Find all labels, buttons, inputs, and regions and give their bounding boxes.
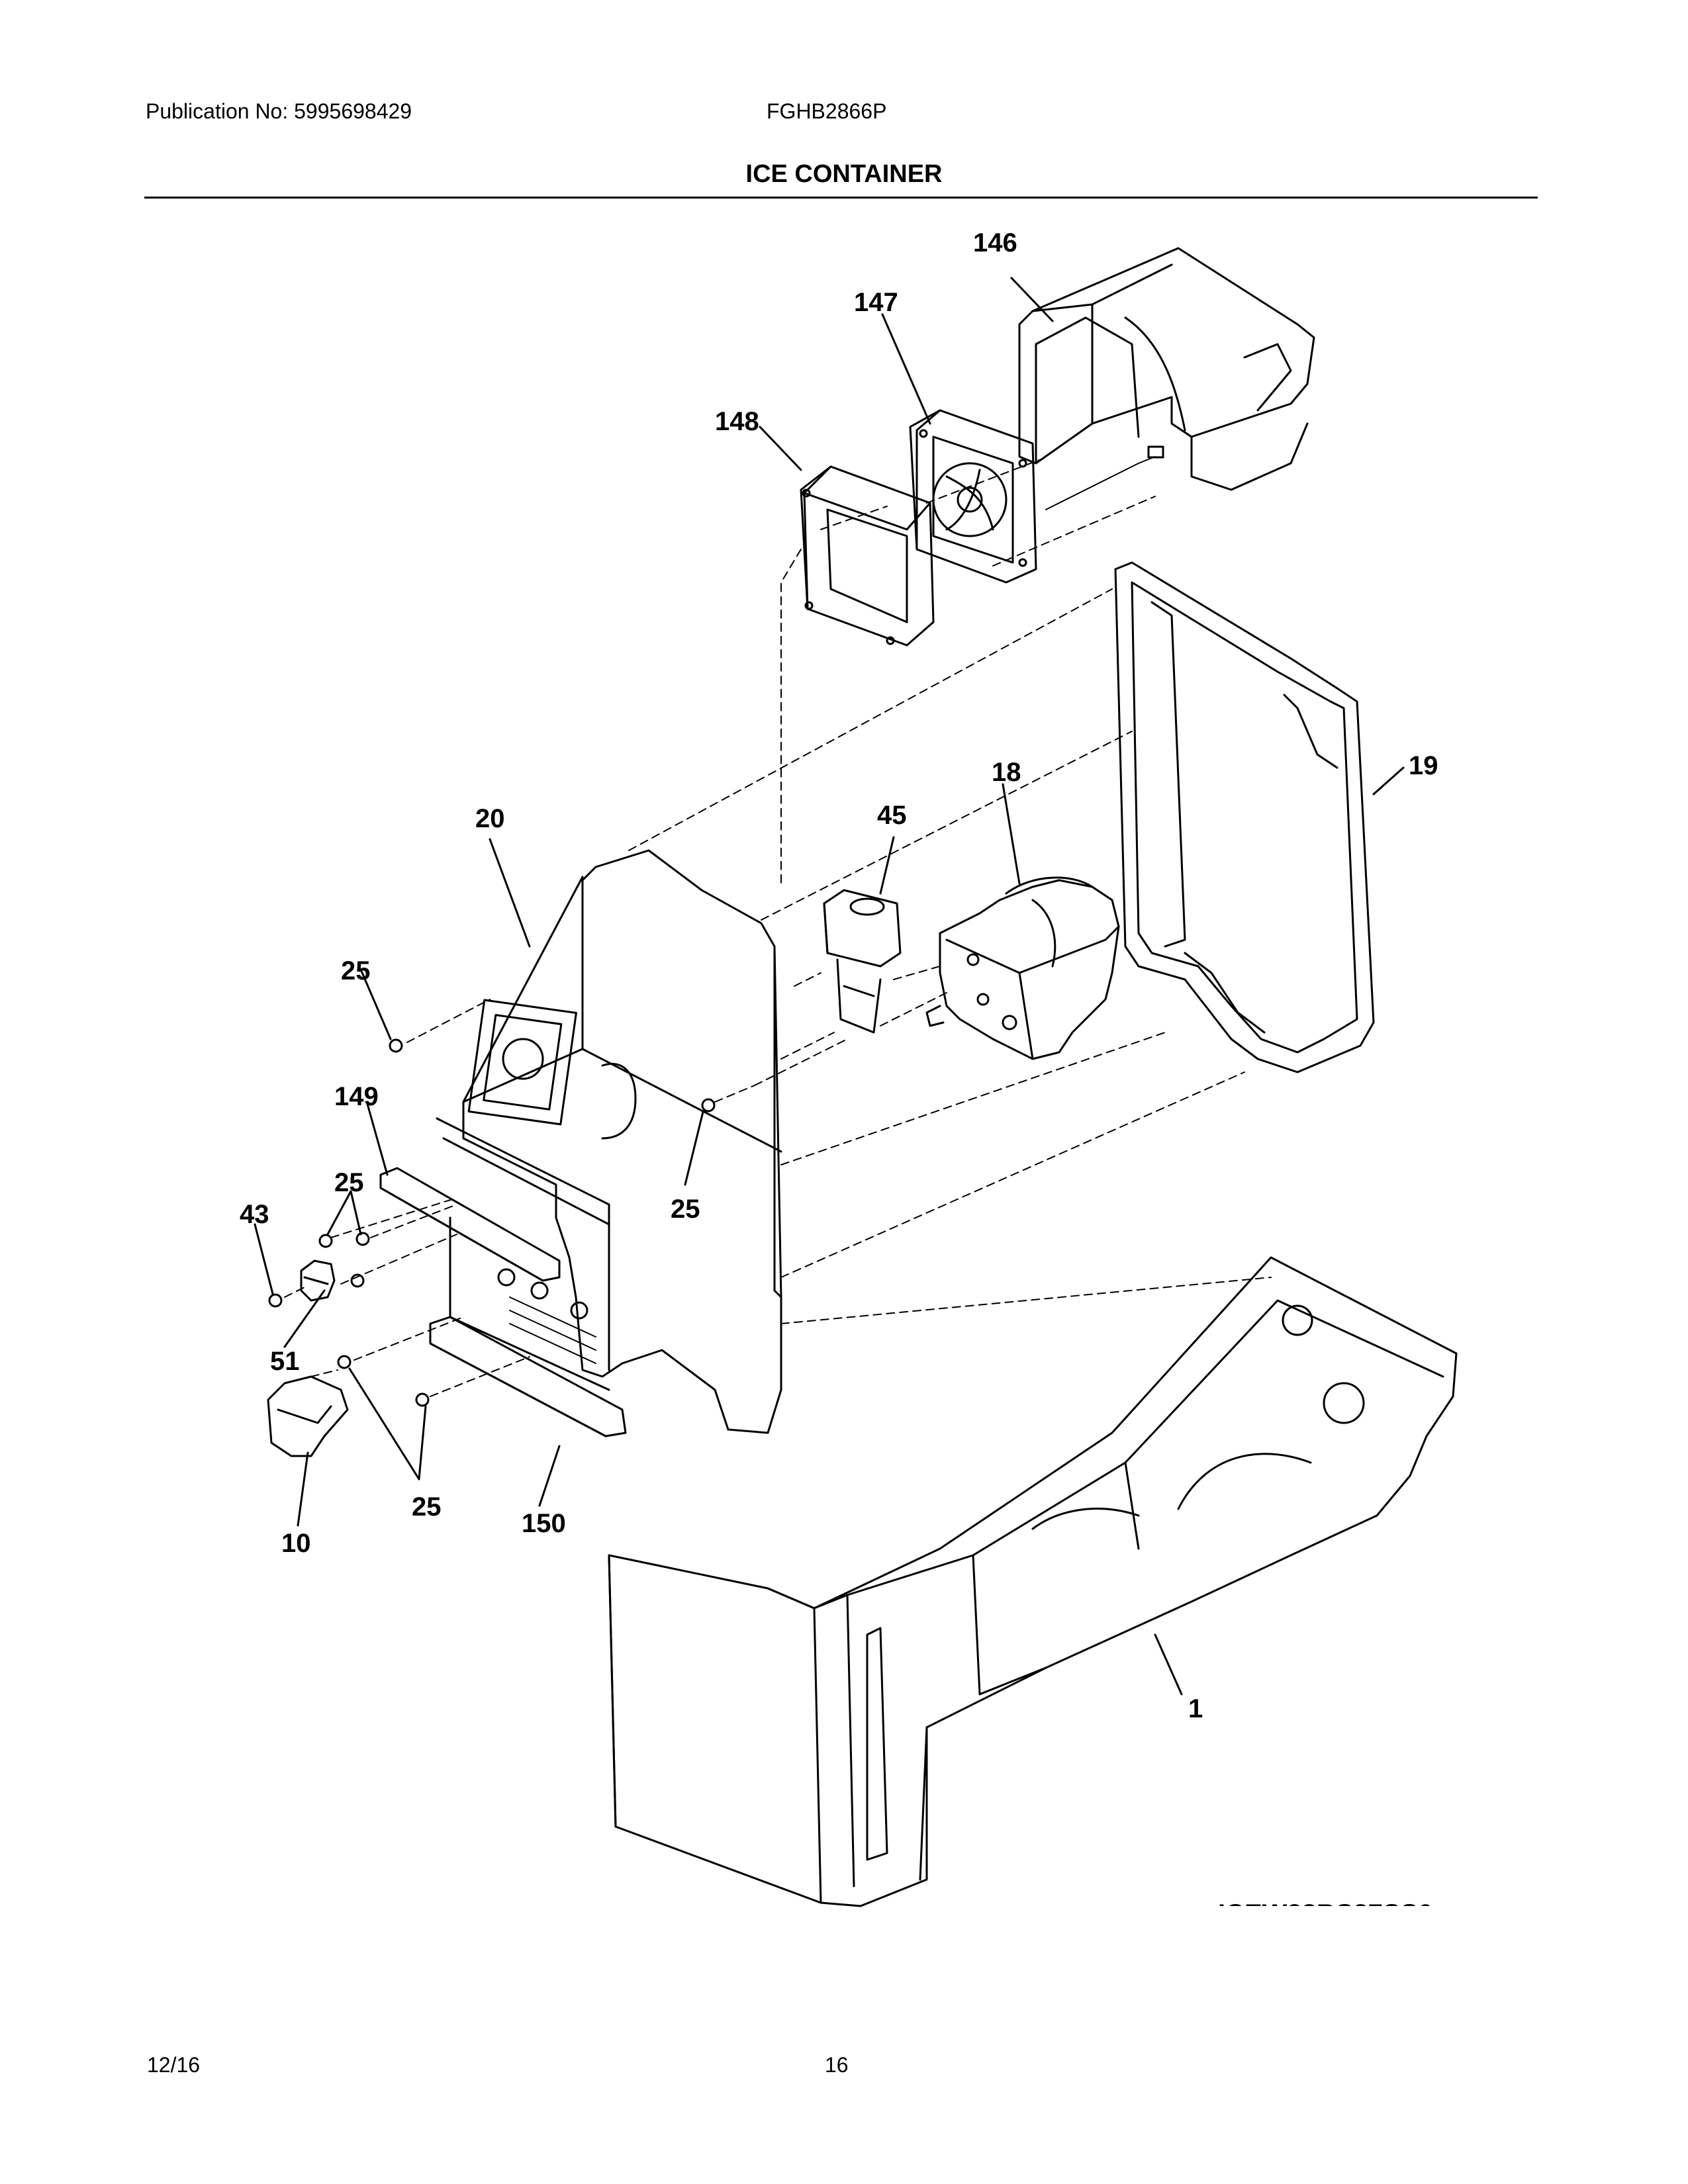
callout-25-c: 25 bbox=[671, 1195, 700, 1224]
callout-148: 148 bbox=[715, 407, 759, 436]
callout-1: 1 bbox=[1188, 1694, 1203, 1723]
drawing-code: ICEW28BS87SS0 bbox=[1218, 1899, 1433, 1929]
callout-51: 51 bbox=[270, 1347, 300, 1376]
part-45-valve bbox=[823, 889, 902, 1034]
part-51-bracket bbox=[300, 1259, 336, 1302]
fan-wire bbox=[1045, 456, 1156, 510]
part-149-strip bbox=[379, 1167, 561, 1282]
publication-number: Publication No: 5995698429 bbox=[146, 99, 412, 123]
screws bbox=[268, 1038, 716, 1407]
part-1-ice-bin bbox=[608, 1256, 1458, 1907]
callout-20: 20 bbox=[475, 804, 505, 833]
callout-19: 19 bbox=[1409, 751, 1438, 780]
part-150-strip bbox=[429, 1316, 627, 1437]
callout-149: 149 bbox=[334, 1082, 379, 1111]
part-10-cover bbox=[267, 1375, 349, 1457]
revision-date: 12/16 bbox=[147, 2053, 201, 2077]
callout-45: 45 bbox=[877, 801, 907, 830]
leader-lines bbox=[254, 277, 1405, 1696]
callout-25-b: 25 bbox=[334, 1168, 364, 1197]
callout-146: 146 bbox=[973, 228, 1017, 257]
page-title: ICE CONTAINER bbox=[745, 160, 943, 188]
page-number: 16 bbox=[825, 2053, 849, 2077]
callout-147: 147 bbox=[854, 288, 898, 317]
callout-43: 43 bbox=[240, 1200, 269, 1229]
callout-25-a: 25 bbox=[341, 956, 371, 985]
fan-connector bbox=[1147, 445, 1164, 459]
assembly-lines bbox=[284, 459, 1272, 1397]
model-number: FGHB2866P bbox=[767, 99, 887, 123]
callout-18: 18 bbox=[992, 758, 1021, 787]
part-18-motor bbox=[925, 876, 1120, 1060]
header-rule bbox=[144, 197, 1538, 199]
part-19-gasket bbox=[1114, 561, 1375, 1073]
part-147-fan bbox=[909, 409, 1037, 584]
part-20-housing bbox=[436, 849, 782, 1434]
callout-25-d: 25 bbox=[412, 1492, 442, 1522]
part-146-duct bbox=[1018, 247, 1315, 491]
part-148-frame bbox=[800, 465, 935, 647]
callout-150: 150 bbox=[522, 1509, 566, 1538]
callout-10: 10 bbox=[281, 1529, 311, 1558]
